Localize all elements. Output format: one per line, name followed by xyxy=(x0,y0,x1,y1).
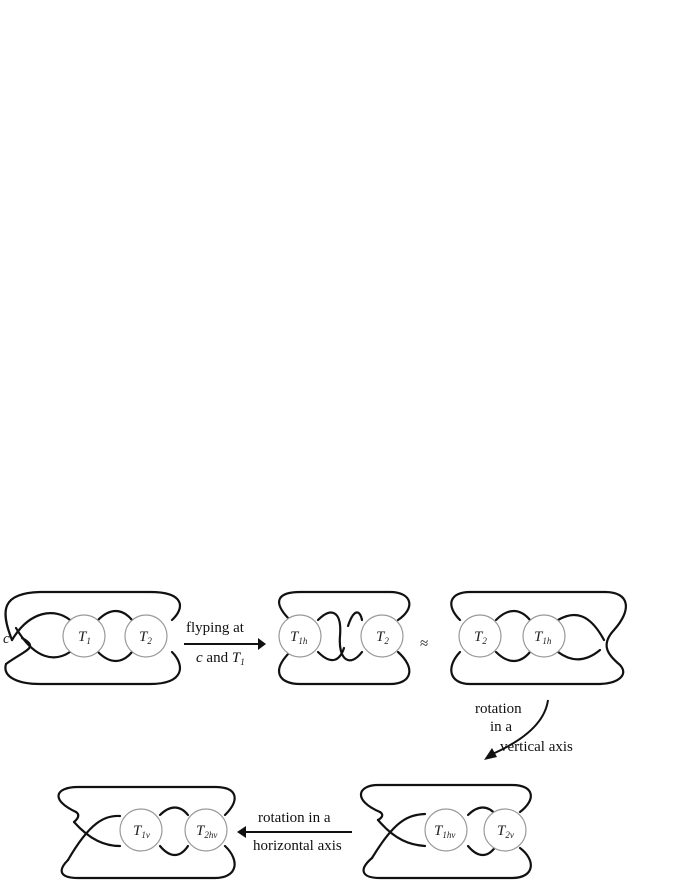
knot-strand xyxy=(556,613,606,642)
vertical-rotation-line2: in a xyxy=(490,719,512,735)
tangle-label: T2 xyxy=(474,629,487,646)
knot-strand xyxy=(556,648,602,661)
approx-symbol: ≈ xyxy=(420,636,428,652)
knot-strand xyxy=(359,783,532,814)
knot-strand xyxy=(316,646,346,662)
knot-diagram-1: T1 T2 c xyxy=(3,590,181,686)
crossing-label-c: c xyxy=(3,631,10,647)
knot-strand xyxy=(4,590,181,642)
tangle-disk xyxy=(424,808,468,852)
tangle-disk xyxy=(124,614,168,658)
knot-strand xyxy=(66,814,122,862)
knot-strand xyxy=(72,820,122,848)
knot-strand xyxy=(158,844,190,857)
tangle-label: T2 xyxy=(376,629,389,646)
knot-strand xyxy=(346,611,364,628)
flyping-arrow: flyping at c and T1 xyxy=(184,620,266,667)
flyping-label-line1: flyping at xyxy=(186,620,245,636)
tangle-label: T1v xyxy=(133,823,150,840)
knot-strand xyxy=(376,818,427,848)
knot-strand xyxy=(72,810,80,824)
knot-strand xyxy=(10,612,72,642)
knot-strand xyxy=(96,650,134,663)
arrow-shaft xyxy=(489,699,549,756)
knot-strand xyxy=(158,806,190,817)
tangle-label: T2 xyxy=(139,629,152,646)
horizontal-rotation-line2: horizontal axis xyxy=(253,838,342,854)
tangle-disk xyxy=(119,808,163,852)
knot-diagram-3: T2 T1h xyxy=(450,590,627,686)
knot-strand xyxy=(370,812,427,860)
flyping-label-line2: c and T1 xyxy=(196,650,245,667)
knot-diagram-5: T1v T2hv xyxy=(57,785,236,880)
knot-diagram-2: T1h T2 xyxy=(278,590,411,686)
knot-diagram-4: T1hv T2v xyxy=(359,783,532,880)
vertical-rotation-arrow: rotation in a vertical axis xyxy=(475,699,573,760)
tangle-disk xyxy=(184,808,228,852)
arrow-head xyxy=(237,826,246,838)
knot-strand xyxy=(278,650,411,686)
tangle-label: T1hv xyxy=(434,823,455,840)
knot-strand xyxy=(57,785,236,817)
vertical-rotation-line3: vertical axis xyxy=(500,739,573,755)
knot-strand xyxy=(278,590,411,622)
knot-strand xyxy=(60,844,236,880)
tangle-disk xyxy=(278,614,322,658)
tangle-disk xyxy=(522,614,566,658)
knot-strand xyxy=(376,810,384,822)
tangle-disk xyxy=(360,614,404,658)
knot-strand xyxy=(96,609,134,622)
knot-strand xyxy=(450,590,627,686)
tangle-label: T1h xyxy=(534,629,552,646)
knot-strand xyxy=(494,650,532,663)
knot-strand xyxy=(316,611,364,662)
arrow-head xyxy=(258,638,266,650)
knot-strand xyxy=(4,650,181,686)
tangle-label: T1 xyxy=(78,629,91,646)
tangle-label: T2v xyxy=(497,823,514,840)
knot-strand xyxy=(450,650,602,686)
tangle-label: T1h xyxy=(290,629,308,646)
tangle-disk xyxy=(62,614,106,658)
horizontal-rotation-arrow: rotation in a horizontal axis xyxy=(237,810,352,854)
arrow-head xyxy=(484,748,497,760)
horizontal-rotation-line1: rotation in a xyxy=(258,810,331,826)
tangle-label: T2hv xyxy=(196,823,217,840)
knot-strand xyxy=(362,846,532,880)
knot-strand xyxy=(494,609,532,622)
knot-strand xyxy=(14,626,72,659)
tangle-disk xyxy=(483,808,527,852)
vertical-rotation-line1: rotation xyxy=(475,701,522,717)
tangle-disk xyxy=(458,614,502,658)
knot-strand xyxy=(466,844,498,857)
